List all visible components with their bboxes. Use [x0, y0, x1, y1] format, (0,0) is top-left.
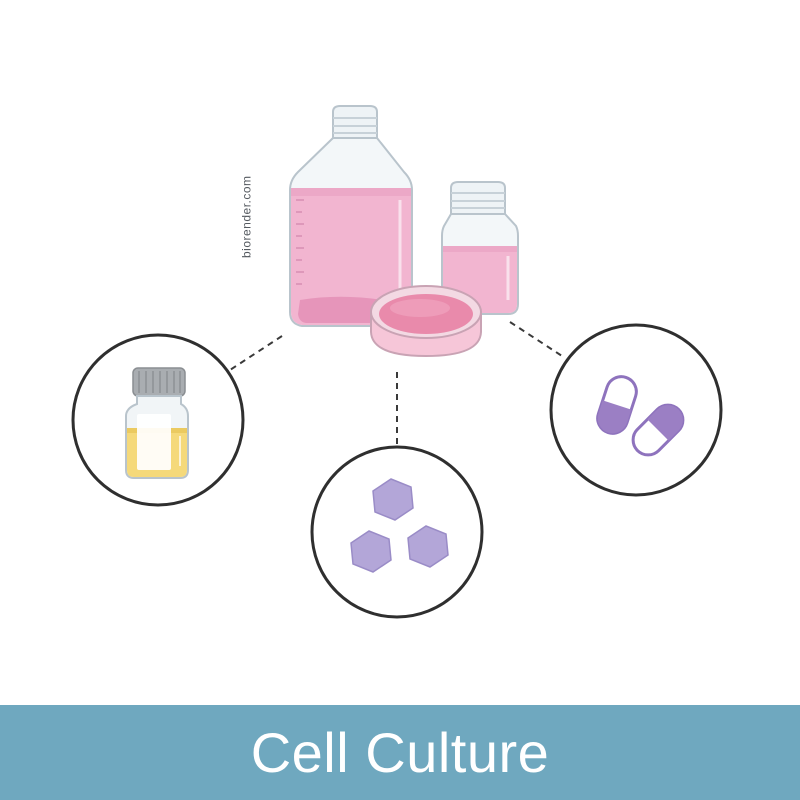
connector-right [509, 321, 563, 357]
petri-dish-icon [370, 285, 482, 358]
growth-factor-hexagons-icon [350, 478, 449, 573]
biorender-watermark: biorender.com [239, 175, 254, 258]
serum-vial-icon [125, 367, 189, 479]
growth-factor-circle [310, 445, 484, 619]
serum-circle [71, 333, 245, 507]
hexagon-left [350, 530, 392, 573]
cell-culture-illustration [71, 105, 723, 619]
page-title: Cell Culture [250, 720, 550, 784]
title-banner: Cell Culture [0, 705, 800, 800]
hexagon-top [372, 478, 414, 521]
connector-lines [229, 321, 563, 446]
capsule-pills-icon [596, 375, 685, 457]
drug-circle [549, 323, 723, 497]
hexagon-right [407, 525, 449, 568]
connector-left [229, 335, 283, 371]
